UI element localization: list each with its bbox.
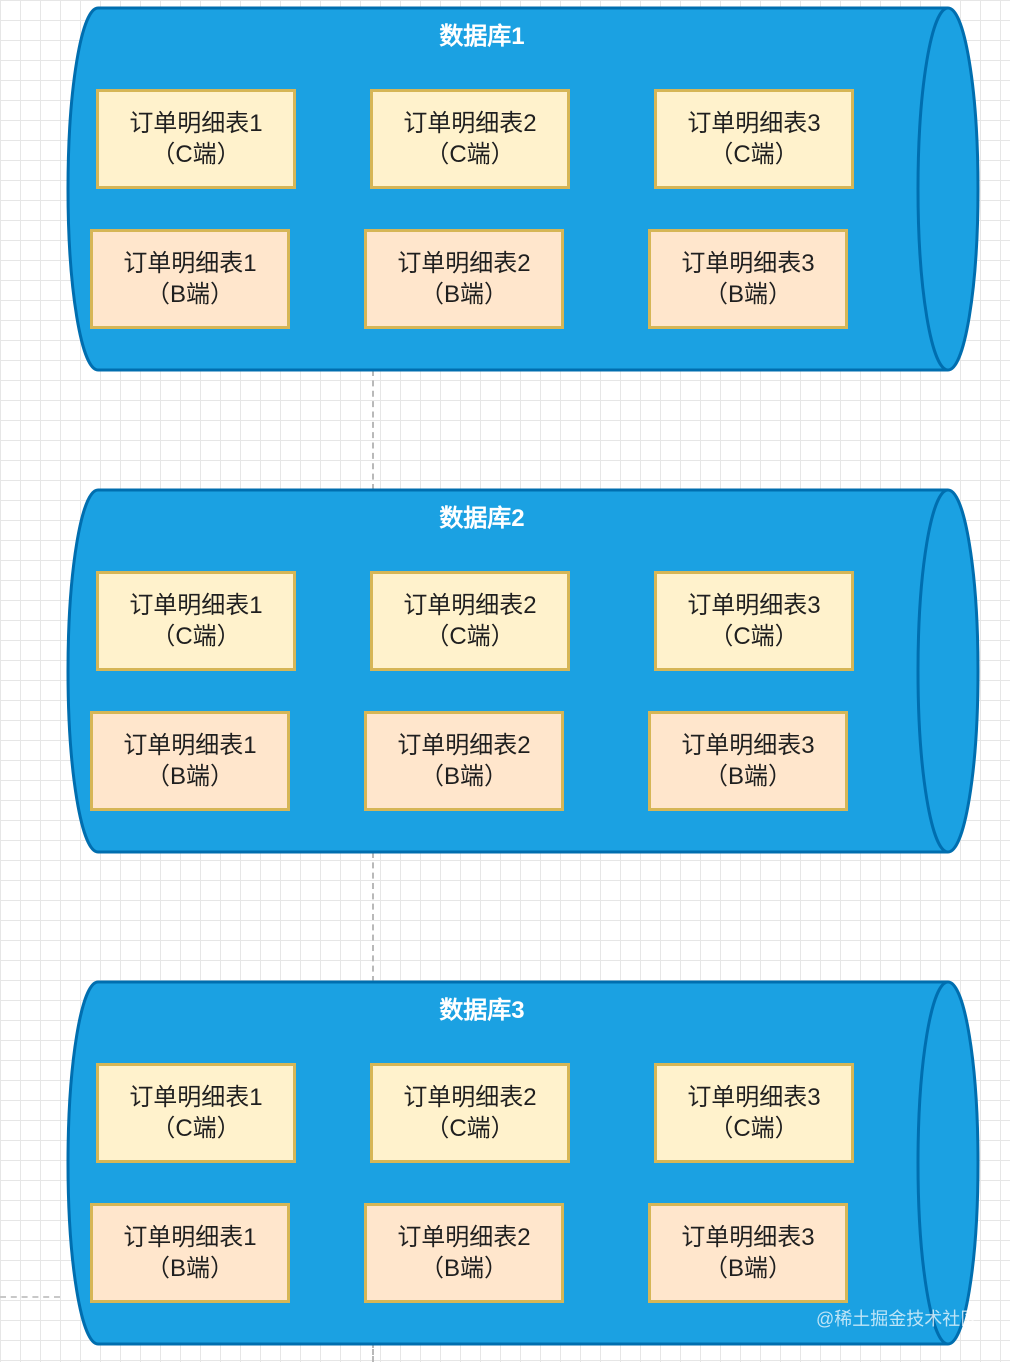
database-2[interactable]: 数据库2 订单明细表1 （C端） 订单明细表2 （C端） 订单明细表3 （C端）… [36,488,980,854]
database-title: 数据库2 [439,505,525,532]
table-name: 订单明细表2 [403,110,537,137]
table-name: 订单明细表1 [129,592,263,619]
table-b-2[interactable]: 订单明细表2 （B端） [364,229,564,329]
table-name: 订单明细表3 [681,732,815,759]
table-b-3[interactable]: 订单明细表3 （B端） [648,1203,848,1303]
table-c-3[interactable]: 订单明细表3 （C端） [654,571,854,671]
table-b-1[interactable]: 订单明细表1 （B端） [90,229,290,329]
table-side: （B端） [703,763,792,790]
database-3[interactable]: 数据库3 订单明细表1 （C端） 订单明细表2 （C端） 订单明细表3 （C端）… [36,980,980,1346]
table-name: 订单明细表1 [129,110,263,137]
table-c-1[interactable]: 订单明细表1 （C端） [96,571,296,671]
table-side: （C端） [425,1115,515,1142]
table-b-2[interactable]: 订单明细表2 （B端） [364,1203,564,1303]
database-1[interactable]: 数据库1 订单明细表1 （C端） 订单明细表2 （C端） 订单明细表3 （C端）… [36,6,980,372]
connector-line-2-3 [372,852,374,982]
table-c-3[interactable]: 订单明细表3 （C端） [654,89,854,189]
table-side: （C端） [709,1115,799,1142]
table-name: 订单明细表3 [687,110,821,137]
table-b-3[interactable]: 订单明细表3 （B端） [648,229,848,329]
table-side: （C端） [709,623,799,650]
table-side: （B端） [145,281,234,308]
table-side: （C端） [151,1115,241,1142]
table-side: （B端） [703,1255,792,1282]
table-name: 订单明细表2 [403,1084,537,1111]
table-name: 订单明细表2 [403,592,537,619]
table-b-2[interactable]: 订单明细表2 （B端） [364,711,564,811]
table-side: （B端） [419,1255,508,1282]
table-name: 订单明细表1 [129,1084,263,1111]
dashed-guide-line [0,1296,60,1298]
table-name: 订单明细表3 [681,250,815,277]
table-b-1[interactable]: 订单明细表1 （B端） [90,1203,290,1303]
table-c-2[interactable]: 订单明细表2 （C端） [370,1063,570,1163]
table-name: 订单明细表1 [123,732,257,759]
watermark-text: @稀土掘金技术社区 [816,1309,979,1329]
table-name: 订单明细表3 [687,592,821,619]
table-side: （B端） [419,281,508,308]
table-name: 订单明细表1 [123,250,257,277]
table-side: （B端） [145,763,234,790]
table-name: 订单明细表3 [687,1084,821,1111]
table-side: （C端） [425,141,515,168]
table-side: （C端） [425,623,515,650]
table-c-2[interactable]: 订单明细表2 （C端） [370,571,570,671]
table-c-1[interactable]: 订单明细表1 （C端） [96,1063,296,1163]
connector-line-bottom [372,1342,374,1362]
table-side: （B端） [703,281,792,308]
table-name: 订单明细表2 [397,732,531,759]
table-b-1[interactable]: 订单明细表1 （B端） [90,711,290,811]
table-name: 订单明细表2 [397,1224,531,1251]
table-side: （C端） [151,623,241,650]
database-title: 数据库1 [439,23,525,50]
table-name: 订单明细表2 [397,250,531,277]
table-name: 订单明细表3 [681,1224,815,1251]
table-side: （B端） [419,763,508,790]
table-c-2[interactable]: 订单明细表2 （C端） [370,89,570,189]
table-c-1[interactable]: 订单明细表1 （C端） [96,89,296,189]
database-title: 数据库3 [439,997,525,1024]
table-side: （B端） [145,1255,234,1282]
table-side: （C端） [151,141,241,168]
table-c-3[interactable]: 订单明细表3 （C端） [654,1063,854,1163]
connector-line-1-2 [372,370,374,490]
table-name: 订单明细表1 [123,1224,257,1251]
table-side: （C端） [709,141,799,168]
table-b-3[interactable]: 订单明细表3 （B端） [648,711,848,811]
